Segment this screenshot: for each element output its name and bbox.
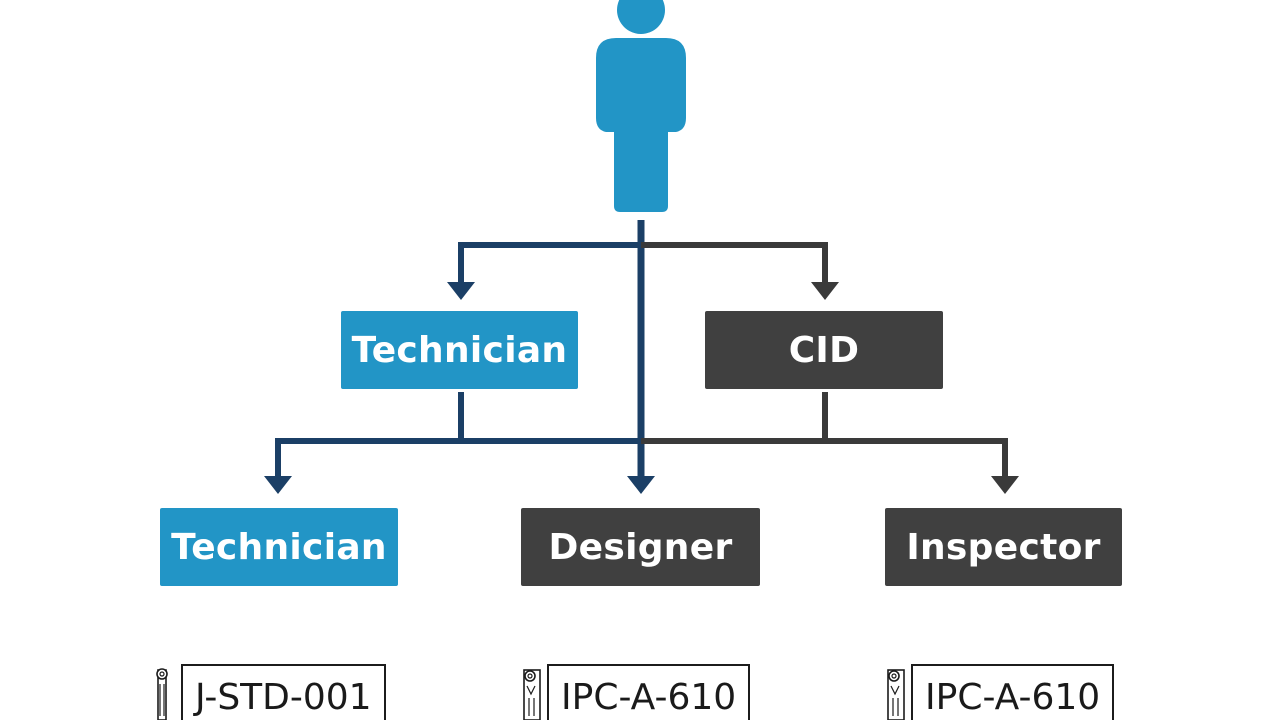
node-designer-label: Designer [548,526,733,568]
person-icon [596,0,686,212]
document-stamp-icon [156,668,168,720]
standard-card: IPC-A-610 [521,664,751,720]
standard-card: IPC-A-610 [885,664,1115,720]
standard-label: IPC-A-610 [911,664,1115,720]
arrow-inspector [991,476,1019,494]
standard-card: J-STD-001 [155,664,386,720]
arrow-technician-top [447,282,475,300]
arrow-designer [627,476,655,494]
node-inspector: Inspector [885,508,1122,586]
node-technician-top: Technician [341,311,578,389]
arrow-technician-bottom [264,476,292,494]
document-stamp-icon [523,669,541,720]
node-technician-bottom-label: Technician [171,526,387,568]
node-cid-label: CID [788,329,860,371]
standard-label: IPC-A-610 [547,664,751,720]
document-stamp-icon [887,669,905,720]
node-technician-top-label: Technician [351,329,568,371]
node-inspector-label: Inspector [906,526,1101,568]
node-designer: Designer [521,508,760,586]
node-cid: CID [705,311,943,389]
arrow-cid [811,282,839,300]
node-technician-bottom: Technician [160,508,398,586]
standard-label: J-STD-001 [181,664,386,720]
